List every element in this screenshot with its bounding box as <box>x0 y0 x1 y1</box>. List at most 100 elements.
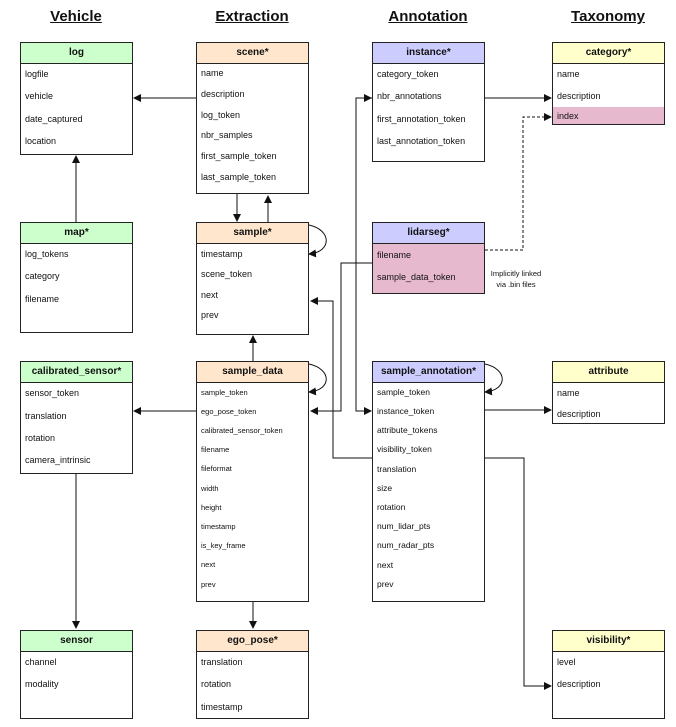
field: log_tokens <box>25 249 69 259</box>
field: last_annotation_token <box>377 136 466 146</box>
field: logfile <box>25 69 49 79</box>
table-header: instance* <box>373 43 484 64</box>
field: category <box>25 271 60 281</box>
field: next <box>377 560 394 570</box>
field: filename <box>25 294 60 304</box>
table-lidarseg: lidarseg* filename sample_data_token <box>372 222 485 294</box>
field: translation <box>377 464 417 474</box>
field: filename <box>377 250 412 260</box>
field: calibrated_sensor_token <box>201 426 283 435</box>
field: log_token <box>201 110 241 120</box>
field: nbr_samples <box>201 130 253 140</box>
field: height <box>201 503 222 512</box>
field: sample_token <box>201 388 248 397</box>
field: is_key_frame <box>201 541 246 550</box>
field: prev <box>201 310 219 320</box>
table-sample: sample* timestamp scene_token next prev <box>196 222 309 335</box>
field: modality <box>25 679 59 689</box>
field: width <box>201 484 219 493</box>
edge-sample-self <box>308 224 327 258</box>
table-header: lidarseg* <box>373 223 484 244</box>
field: description <box>557 91 601 101</box>
field: translation <box>201 657 243 667</box>
field: channel <box>25 657 57 667</box>
lidarseg-highlight <box>373 244 484 293</box>
field: next <box>201 560 216 569</box>
edge-sample-annotation-to-visibility <box>485 457 552 690</box>
field: index <box>557 111 579 121</box>
field: last_sample_token <box>201 172 277 182</box>
table-log: log logfile vehicle date_captured locati… <box>20 42 133 155</box>
index-highlight <box>553 107 664 124</box>
column-title-taxonomy: Taxonomy <box>571 8 645 25</box>
edge-instance-sample-annotation <box>355 97 373 415</box>
field: sample_data_token <box>377 272 456 282</box>
table-header: map* <box>21 223 132 244</box>
field: prev <box>201 580 216 589</box>
field: next <box>201 290 219 300</box>
table-scene: scene* name description log_token nbr_sa… <box>196 42 309 194</box>
column-title-annotation: Annotation <box>388 8 468 25</box>
table-sample-data: sample_data sample_token ego_pose_token … <box>196 361 309 602</box>
table-header: category* <box>553 43 664 64</box>
field: camera_intrinsic <box>25 455 91 465</box>
field: date_captured <box>25 114 83 124</box>
field: ego_pose_token <box>201 407 257 416</box>
field: location <box>25 136 57 146</box>
column-title-extraction: Extraction <box>215 8 289 25</box>
table-map: map* log_tokens category filename <box>20 222 133 333</box>
column-title-vehicle: Vehicle <box>50 8 102 25</box>
table-header: sample_data <box>197 362 308 383</box>
field: name <box>201 68 224 78</box>
field: sample_token <box>377 387 430 397</box>
table-header: ego_pose* <box>197 631 308 652</box>
table-header: attribute <box>553 362 664 383</box>
table-header: calibrated_sensor* <box>21 362 132 383</box>
field: category_token <box>377 69 439 79</box>
field: num_radar_pts <box>377 540 435 550</box>
field: instance_token <box>377 406 435 416</box>
field: name <box>557 69 580 79</box>
field: attribute_tokens <box>377 425 438 435</box>
edge-lidarseg-to-sample-data <box>310 262 373 415</box>
field: num_lidar_pts <box>377 521 431 531</box>
note-line2: via .bin files <box>496 280 536 289</box>
table-header: visibility* <box>553 631 664 652</box>
table-sample-annotation: sample_annotation* sample_token instance… <box>372 361 485 602</box>
table-category: category* name description index <box>552 42 665 125</box>
field: timestamp <box>201 522 236 531</box>
field: description <box>201 89 245 99</box>
field: description <box>557 409 601 419</box>
table-attribute: attribute name description <box>552 361 665 424</box>
implicit-link-note: Implicitly linked via .bin files <box>486 268 546 290</box>
table-calibrated-sensor: calibrated_sensor* sensor_token translat… <box>20 361 133 474</box>
field: rotation <box>377 502 406 512</box>
field: translation <box>25 411 67 421</box>
field: prev <box>377 579 394 589</box>
field: first_annotation_token <box>377 114 466 124</box>
edge-sample-annotation-to-sample <box>310 297 373 459</box>
field: rotation <box>25 433 56 443</box>
field: timestamp <box>201 702 243 712</box>
table-ego-pose: ego_pose* translation rotation timestamp <box>196 630 309 719</box>
table-header: sample* <box>197 223 308 244</box>
field: rotation <box>201 679 232 689</box>
table-instance: instance* category_token nbr_annotations… <box>372 42 485 162</box>
field: nbr_annotations <box>377 91 442 101</box>
field: timestamp <box>201 249 243 259</box>
field: size <box>377 483 393 493</box>
table-sensor: sensor channel modality <box>20 630 133 719</box>
edge-sample-data-self <box>308 363 327 396</box>
field: fileformat <box>201 464 232 473</box>
note-line1: Implicitly linked <box>490 269 542 278</box>
table-header: sample_annotation* <box>373 362 484 383</box>
field: level <box>557 657 576 667</box>
edge-sample-annotation-self <box>484 363 503 396</box>
field: first_sample_token <box>201 151 277 161</box>
field: sensor_token <box>25 388 80 398</box>
field: description <box>557 679 601 689</box>
field: name <box>557 388 580 398</box>
field: visibility_token <box>377 444 432 454</box>
table-header: log <box>21 43 132 64</box>
field: scene_token <box>201 269 253 279</box>
